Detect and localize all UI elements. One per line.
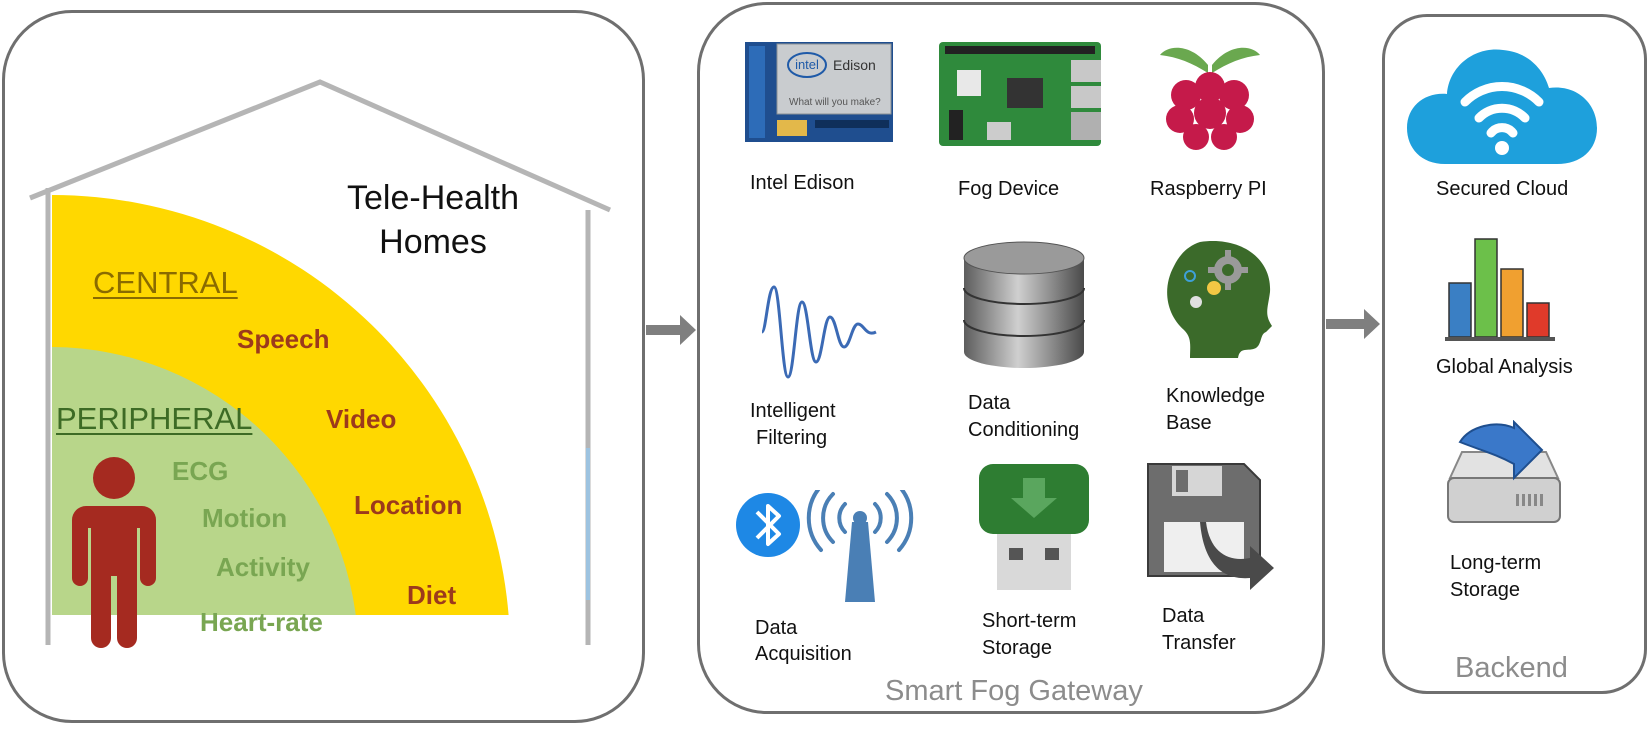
label-global-analysis: Global Analysis xyxy=(1436,356,1573,378)
edison-chip-brand: intel xyxy=(795,57,819,72)
edison-chip-name: Edison xyxy=(833,57,876,73)
label-longterm-2: Storage xyxy=(1450,579,1521,601)
label-conditioning-2: Conditioning xyxy=(968,419,1080,441)
signal-speech: Speech xyxy=(237,324,330,354)
label-filtering-2: Filtering xyxy=(756,427,828,449)
label-raspberry-pi: Raspberry PI xyxy=(1150,178,1267,200)
signal-diet: Diet xyxy=(407,580,457,610)
arrow-right-icon xyxy=(646,315,696,345)
label-intel-edison: Intel Edison xyxy=(750,172,855,194)
label-transfer-2: Transfer xyxy=(1162,632,1236,654)
intel-edison-board: intel Edison What will you make? xyxy=(745,42,893,142)
signal-ecg: ECG xyxy=(172,456,229,486)
bar-chart-icon xyxy=(1445,238,1555,341)
raspberry-pi-logo xyxy=(1160,47,1260,150)
label-shortterm-1: Short-term xyxy=(982,610,1077,632)
signal-location: Location xyxy=(354,490,463,520)
peripheral-label: PERIPHERAL xyxy=(56,401,253,436)
signal-heart-rate: Heart-rate xyxy=(200,607,323,637)
label-acquisition-2: Acquisition xyxy=(755,643,852,665)
signal-activity: Activity xyxy=(216,552,310,582)
wifi-cloud-icon xyxy=(1407,49,1597,164)
house-illustration xyxy=(29,79,612,648)
label-shortterm-2: Storage xyxy=(982,637,1053,659)
house-roof xyxy=(29,79,612,213)
central-label: CENTRAL xyxy=(93,265,238,300)
gateway-title: Smart Fog Gateway xyxy=(885,675,1143,707)
label-secured-cloud: Secured Cloud xyxy=(1436,178,1569,200)
label-transfer-1: Data xyxy=(1162,605,1205,627)
label-fog-device: Fog Device xyxy=(958,178,1060,200)
usb-drive-icon xyxy=(979,464,1089,590)
label-conditioning-1: Data xyxy=(968,392,1011,414)
label-longterm-1: Long-term xyxy=(1450,552,1542,574)
download-drive-icon xyxy=(1447,420,1561,523)
signal-video: Video xyxy=(326,404,397,434)
fog-device-board xyxy=(939,42,1101,146)
label-knowledge-1: Knowledge xyxy=(1166,385,1265,407)
arrow-right-icon xyxy=(1326,309,1380,339)
edison-chip-slogan: What will you make? xyxy=(789,97,881,108)
label-knowledge-2: Base xyxy=(1166,412,1212,434)
floppy-transfer-icon xyxy=(1147,463,1274,590)
person-icon xyxy=(72,457,156,648)
bluetooth-icon xyxy=(736,493,800,557)
database-icon xyxy=(963,241,1085,368)
antenna-icon xyxy=(806,490,914,602)
home-title-line2: Homes xyxy=(379,223,487,261)
label-filtering-1: Intelligent xyxy=(750,400,836,422)
backend-title: Backend xyxy=(1455,652,1568,684)
home-title-line1: Tele-Health xyxy=(347,179,519,217)
signal-motion: Motion xyxy=(202,503,288,533)
brain-gear-icon xyxy=(1167,241,1272,358)
waveform-icon xyxy=(760,285,877,379)
label-acquisition-1: Data xyxy=(755,617,798,639)
